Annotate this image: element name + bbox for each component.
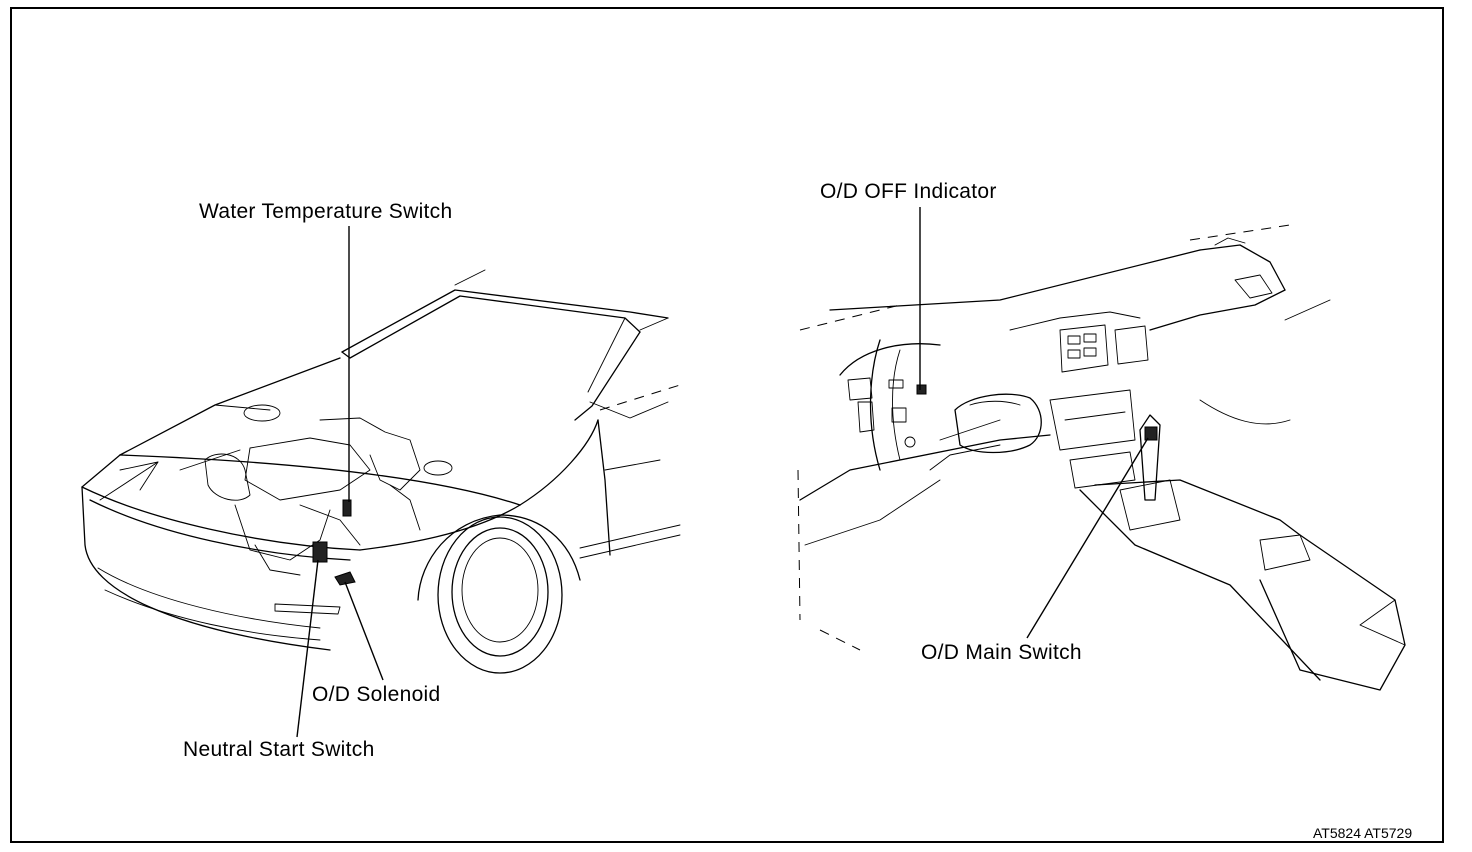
neutral-start-switch-part [312, 541, 328, 563]
label-od-main-switch: O/D Main Switch [921, 641, 1082, 664]
label-od-off-indicator: O/D OFF Indicator [820, 180, 997, 203]
leader-lines-left [296, 226, 384, 738]
diagram-frame [10, 7, 1444, 843]
interior-dashboard-illustration [797, 224, 1406, 691]
water-temperature-switch-part [342, 499, 352, 517]
leader-lines-right [919, 207, 1149, 639]
label-neutral-start-switch: Neutral Start Switch [183, 738, 375, 761]
od-off-indicator-part [916, 384, 927, 395]
figure-code: AT5824 AT5729 [1313, 825, 1413, 841]
car-front-illustration [81, 269, 681, 674]
od-main-switch-part [1144, 426, 1158, 441]
od-solenoid-part [334, 571, 356, 586]
label-od-solenoid: O/D Solenoid [312, 683, 441, 706]
label-water-temperature-switch: Water Temperature Switch [199, 200, 453, 223]
